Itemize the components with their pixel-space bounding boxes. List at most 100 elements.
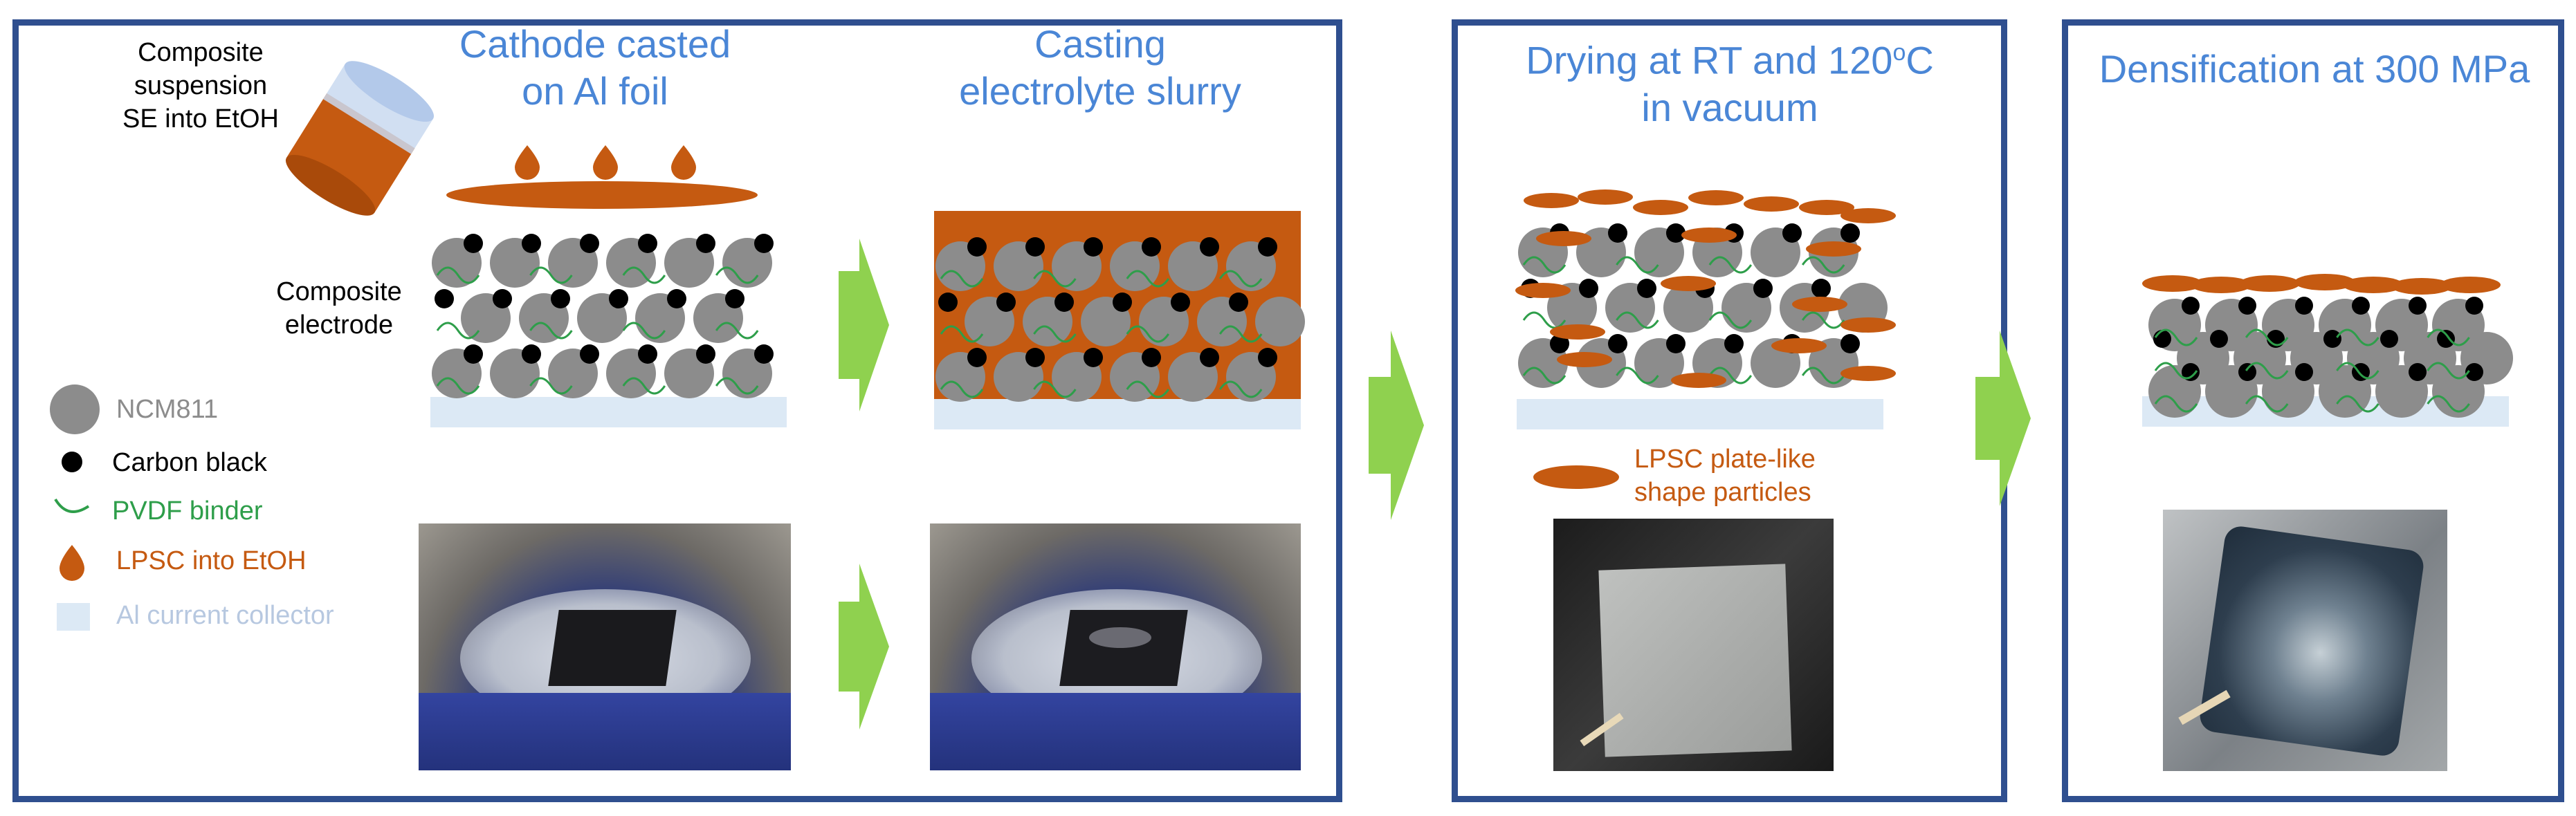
- legend-carbon-label: Carbon black: [112, 448, 267, 477]
- pvdf-strand: [1801, 311, 1845, 329]
- pvdf-strand: [2154, 328, 2198, 346]
- pvdf-strand: [2245, 395, 2289, 413]
- carbon-particle: [938, 293, 958, 312]
- carbon-particle: [1054, 293, 1074, 312]
- pvdf-strand: [529, 322, 573, 340]
- lpsc-plate-icon: [1533, 465, 1619, 489]
- pvdf-strand: [436, 377, 480, 395]
- pvdf-strand: [715, 266, 759, 284]
- pvdf-strand: [1616, 256, 1659, 274]
- carbon-particle: [2238, 297, 2256, 315]
- carbon-particle: [1258, 348, 1277, 367]
- legend-pvdf-label: PVDF binder: [112, 497, 263, 526]
- pvdf-strand: [622, 266, 666, 284]
- carbon-particle: [580, 344, 599, 364]
- carbon-particle: [2323, 330, 2341, 348]
- carbon-particle: [1550, 334, 1569, 353]
- carbon-particle: [996, 293, 1016, 312]
- title-casting-electrolyte: Casting electrolyte slurry: [959, 22, 1241, 113]
- pvdf-strand: [1218, 270, 1263, 288]
- pvdf-strand: [2154, 362, 2198, 380]
- lpsc-plate-particle: [1792, 297, 1847, 312]
- droplet-icon: [515, 145, 696, 180]
- carbon-particle: [1811, 279, 1831, 298]
- lpsc-densified-particle: [2191, 277, 2251, 293]
- pvdf-strand: [1616, 367, 1659, 384]
- carbon-particle: [522, 344, 541, 364]
- carbon-particle: [2153, 330, 2171, 348]
- arrow-right-icon: [1975, 331, 2031, 506]
- carbon-particle: [2182, 363, 2200, 381]
- carbon-particle: [1025, 348, 1045, 367]
- al-collector-2: [934, 399, 1301, 429]
- carbon-particle: [1579, 279, 1598, 298]
- photo-electrolyte-cast: [930, 523, 1301, 770]
- arrow-right-icon: [839, 564, 889, 730]
- lpsc-plate-particle: [1840, 366, 1896, 381]
- legend-ncm-label: NCM811: [116, 395, 219, 424]
- carbon-particle: [967, 237, 987, 257]
- pvdf-strand: [622, 322, 666, 340]
- lpsc-plate-particle: [1671, 373, 1726, 388]
- photo-cathode-cast: [419, 523, 791, 770]
- carbon-particle: [2352, 297, 2370, 315]
- carbon-particle: [2295, 363, 2313, 381]
- pvdf-strand: [1708, 367, 1753, 384]
- carbon-particle: [1200, 237, 1219, 257]
- carbon-particle: [1229, 293, 1248, 312]
- lpsc-densified-particle: [2239, 275, 2300, 292]
- pvdf-strand: [1708, 256, 1753, 274]
- pvdf-strand: [2427, 395, 2470, 413]
- lpsc-plate-particle: [1799, 200, 1854, 215]
- lpsc-plate-particle: [1515, 283, 1571, 298]
- pvdf-strand: [2245, 328, 2289, 346]
- carbon-particle: [1171, 293, 1190, 312]
- carbon-particle: [1608, 223, 1627, 243]
- pvdf-strand: [2427, 328, 2470, 346]
- pvdf-strand: [940, 325, 984, 343]
- pvdf-strand: [940, 270, 984, 288]
- carbon-particle: [1084, 237, 1103, 257]
- photo-dried-layer: [1553, 519, 1834, 771]
- legend-al-label: Al current collector: [116, 601, 334, 630]
- carbon-particle: [1113, 293, 1132, 312]
- carbon-particle: [1258, 237, 1277, 257]
- carbon-particle: [725, 289, 745, 308]
- pvdf-strand: [715, 377, 759, 395]
- lpsc-plate-particle: [1840, 208, 1896, 223]
- lpsc-densified-particle: [2294, 274, 2355, 290]
- carbon-particle: [967, 348, 987, 367]
- pvdf-strand: [2154, 395, 2198, 413]
- carbon-particle: [551, 289, 570, 308]
- carbon-particle: [580, 234, 599, 253]
- pvdf-strand: [2336, 395, 2379, 413]
- pvdf-strand: [1218, 325, 1263, 343]
- carbon-particle: [2465, 297, 2483, 315]
- carbon-particle: [1840, 223, 1860, 243]
- legend-lpsc-icon: [60, 545, 84, 581]
- pvdf-strand: [1033, 270, 1077, 288]
- carbon-particle: [1666, 223, 1686, 243]
- suspension-label: Composite suspension SE into EtOH: [122, 38, 279, 133]
- pvdf-strand: [529, 377, 573, 395]
- carbon-particle: [638, 344, 657, 364]
- carbon-particle: [754, 234, 774, 253]
- legend-lpsc-label: LPSC into EtOH: [116, 546, 307, 575]
- pvdf-strand: [1708, 311, 1753, 329]
- carbon-particle: [1782, 223, 1802, 243]
- title-cathode-casted: Cathode casted on Al foil: [459, 22, 731, 113]
- carbon-particle: [638, 234, 657, 253]
- carbon-particle: [522, 234, 541, 253]
- carbon-particle: [1200, 348, 1219, 367]
- legend-pvdf-icon: [54, 498, 90, 513]
- carbon-particle: [2295, 297, 2313, 315]
- pvdf-strand: [1801, 367, 1845, 384]
- carbon-particle: [2409, 363, 2427, 381]
- legend-al-icon: [57, 603, 90, 631]
- pvdf-strand: [1033, 325, 1077, 343]
- ncm-particle: [1255, 297, 1305, 346]
- lpsc-plate-particle: [1550, 324, 1605, 340]
- carbon-particle: [2409, 297, 2427, 315]
- carbon-particle: [754, 344, 774, 364]
- lpsc-plate-particle: [1681, 228, 1737, 243]
